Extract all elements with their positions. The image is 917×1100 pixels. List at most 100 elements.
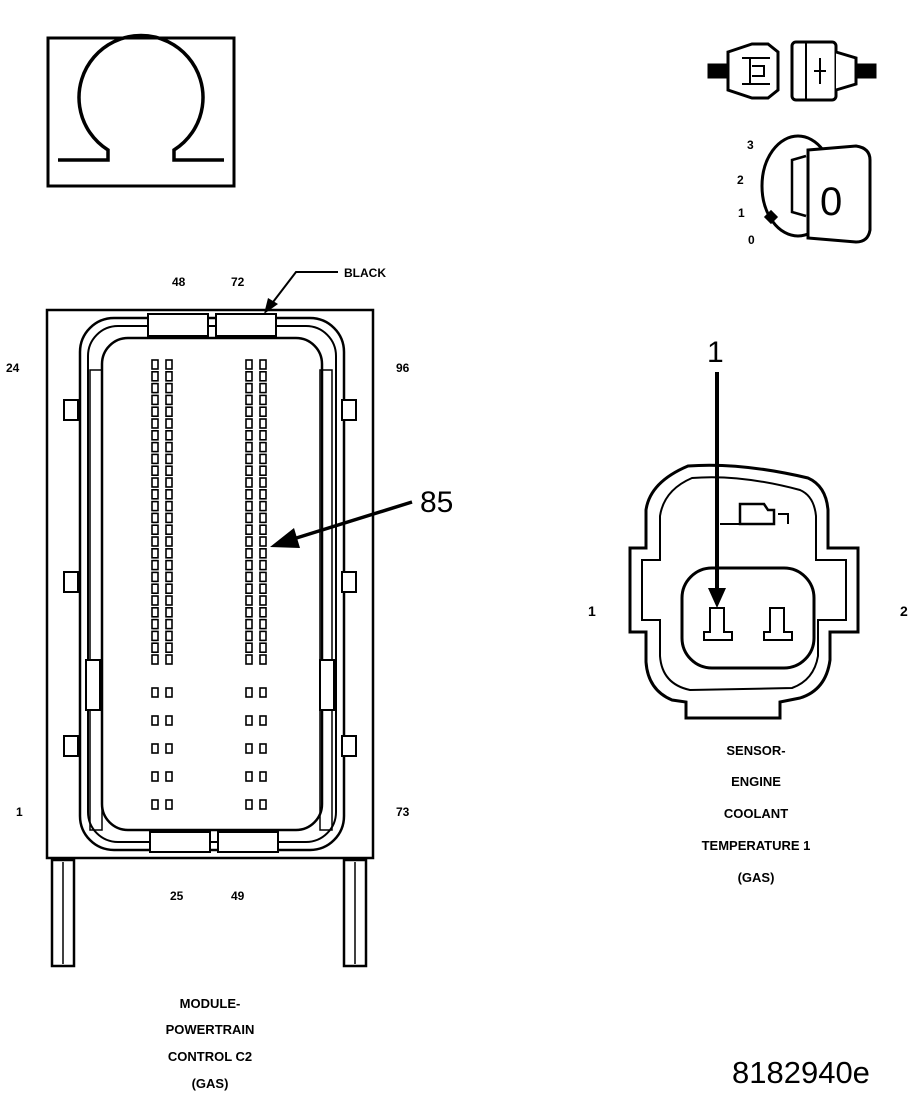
pin-cavity xyxy=(245,559,253,571)
pin-cavity xyxy=(259,441,267,453)
pin-cavity xyxy=(165,618,173,630)
sensor-caption-line-2: ENGINE xyxy=(731,774,781,789)
pin-cavity xyxy=(259,536,267,547)
connector-color-label: BLACK xyxy=(344,266,386,280)
pin-cavity xyxy=(151,453,159,465)
pin-cavity xyxy=(151,465,159,477)
pin-cavity xyxy=(151,654,159,665)
pin-cavity xyxy=(245,799,253,810)
pcm-caption-line-2: POWERTRAIN xyxy=(166,1022,255,1037)
pin-cavity xyxy=(245,654,253,665)
pin-cavity xyxy=(259,715,267,726)
pin-cavity xyxy=(259,583,267,595)
pin-cavity xyxy=(165,524,173,536)
pin-cavity xyxy=(151,687,159,698)
pin-cavity xyxy=(259,524,267,536)
pin-cavity xyxy=(245,477,253,488)
pin-cavity xyxy=(259,488,267,500)
pin-cavity xyxy=(151,799,159,810)
pcm-caption-line-1: MODULE- xyxy=(180,996,241,1011)
pin-cavity xyxy=(259,512,267,524)
pin-cavity xyxy=(259,630,267,642)
pin-cavity xyxy=(245,370,253,382)
pin-cavity xyxy=(151,606,159,618)
pin-cavity xyxy=(259,687,267,698)
pin-cavity xyxy=(165,642,173,654)
sensor-caption-line-5: (GAS) xyxy=(738,870,775,885)
pin-cavity xyxy=(151,512,159,524)
pin-cavity xyxy=(165,453,173,465)
connector-disconnect-icon xyxy=(707,40,877,102)
pin-cavity xyxy=(245,630,253,642)
pin-cavity xyxy=(165,687,173,698)
pin-cavity xyxy=(259,799,267,810)
pin-label-72: 72 xyxy=(231,275,245,289)
pin-cavity xyxy=(165,583,173,595)
pin-cavity xyxy=(259,618,267,630)
sensor-caption-line-3: COOLANT xyxy=(724,806,788,821)
pin-cavity xyxy=(259,606,267,618)
pin-cavity xyxy=(165,547,173,559)
pin-cavity xyxy=(245,382,253,394)
ignition-pos-3: 3 xyxy=(747,138,754,152)
figure-id: 8182940e xyxy=(732,1055,870,1090)
pin-cavity xyxy=(245,771,253,782)
pin-cavity xyxy=(165,441,173,453)
ignition-pos-2: 2 xyxy=(737,173,744,187)
pin-label-49: 49 xyxy=(231,889,245,903)
pin-cavity xyxy=(259,359,267,370)
pin-cavity xyxy=(151,630,159,642)
pin-cavity xyxy=(245,418,253,429)
pin-cavity xyxy=(245,618,253,630)
pin-cavity xyxy=(151,642,159,654)
pin-cavity xyxy=(165,500,173,512)
pcm-connector: 48 72 24 96 1 73 25 49 BLACK 85 MODULE- … xyxy=(6,266,453,1091)
pin-cavity xyxy=(245,547,253,559)
pin-cavity xyxy=(245,571,253,583)
pin-cavity xyxy=(165,512,173,524)
pin-cavity xyxy=(245,715,253,726)
pin-cavity xyxy=(165,630,173,642)
pin-label-48: 48 xyxy=(172,275,186,289)
sensor-connector: 1 1 2 SENSOR- ENGINE COOLANT TEMPERATURE… xyxy=(588,336,908,885)
pin-cavity xyxy=(165,429,173,441)
pin-cavity xyxy=(259,743,267,754)
pin-cavity xyxy=(259,453,267,465)
pin-cavity xyxy=(245,687,253,698)
pin-cavity xyxy=(245,406,253,418)
pin-cavity xyxy=(245,359,253,370)
pin-cavity xyxy=(151,536,159,547)
pin-cavity xyxy=(259,370,267,382)
pin-cavity xyxy=(245,524,253,536)
pcm-pin-cavities xyxy=(151,359,267,810)
pin-cavity xyxy=(151,559,159,571)
pin-label-96: 96 xyxy=(396,361,410,375)
pin-cavity xyxy=(245,488,253,500)
pin-cavity xyxy=(165,406,173,418)
sensor-side-label-2: 2 xyxy=(900,603,908,619)
pin-cavity xyxy=(151,406,159,418)
pin-cavity xyxy=(245,429,253,441)
pin-cavity xyxy=(165,359,173,370)
pin-cavity xyxy=(151,743,159,754)
pin-cavity xyxy=(259,465,267,477)
pin-cavity xyxy=(259,547,267,559)
pin-cavity xyxy=(165,799,173,810)
pin-cavity xyxy=(245,595,253,606)
pin-cavity xyxy=(259,559,267,571)
ignition-key-icon: 3 2 1 0 0 xyxy=(737,134,872,247)
pin-cavity xyxy=(165,370,173,382)
pin-cavity xyxy=(151,477,159,488)
ignition-key-position: 0 xyxy=(820,180,842,224)
pin-cavity xyxy=(259,571,267,583)
pin-cavity xyxy=(245,512,253,524)
pin-cavity xyxy=(151,370,159,382)
sensor-caption-line-4: TEMPERATURE 1 xyxy=(702,838,811,853)
pin-cavity xyxy=(245,394,253,406)
pin-cavity xyxy=(245,743,253,754)
pin-cavity xyxy=(259,500,267,512)
pin-cavity xyxy=(245,500,253,512)
pin-cavity xyxy=(165,715,173,726)
pin-cavity xyxy=(165,488,173,500)
pcm-caption-line-4: (GAS) xyxy=(192,1076,229,1091)
